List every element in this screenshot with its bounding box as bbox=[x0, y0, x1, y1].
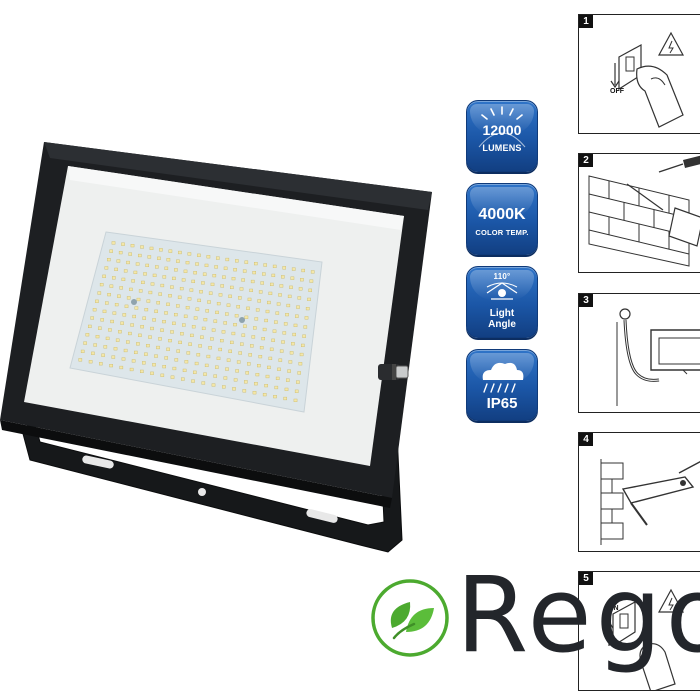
light-angle-line2: Angle bbox=[488, 319, 516, 330]
beam-angle-icon bbox=[486, 282, 518, 300]
lumens-value: 12000 bbox=[482, 122, 522, 138]
installation-step-3: 3 bbox=[578, 293, 700, 413]
wall-mount-illustration bbox=[600, 459, 700, 545]
installation-step-4: 4 bbox=[578, 432, 700, 552]
cable-gland bbox=[378, 364, 409, 380]
wiring-illustration bbox=[616, 308, 700, 406]
screwdriver-icon bbox=[658, 155, 700, 173]
hand-icon bbox=[639, 643, 676, 690]
color-temp-unit: COLOR TEMP. bbox=[475, 228, 529, 237]
color-temp-value: 4000K bbox=[478, 206, 526, 223]
switch-on-illustration bbox=[604, 588, 685, 690]
lumens-unit: LUMENS bbox=[482, 143, 522, 153]
light-angle-badge: 110° Light Angle bbox=[466, 266, 538, 338]
sun-burst-icon bbox=[478, 106, 526, 148]
step-number: 5 bbox=[579, 572, 593, 585]
floodlight-product-image bbox=[0, 142, 432, 553]
ip-rating-badge: IP65 bbox=[466, 349, 538, 421]
led-grid bbox=[78, 241, 315, 402]
switch-off-illustration bbox=[610, 31, 685, 128]
floodlight-housing bbox=[0, 142, 432, 508]
step-number: 4 bbox=[579, 433, 593, 446]
installation-step-5: 5 ON bbox=[578, 571, 700, 691]
ip-rating-value: IP65 bbox=[486, 395, 518, 412]
installation-step-2: 2 bbox=[578, 153, 700, 273]
step-number: 1 bbox=[579, 15, 593, 28]
rain-cloud-icon bbox=[482, 362, 524, 393]
light-angle-line1: Light bbox=[489, 308, 515, 319]
leaf-icon bbox=[390, 602, 434, 640]
lumens-badge: 12000 LUMENS bbox=[466, 100, 538, 172]
brand-logo-mark bbox=[371, 579, 449, 657]
brand-wordmark: Rego bbox=[456, 554, 700, 676]
light-angle-value: 110° bbox=[493, 272, 511, 281]
color-temp-badge: 4000K COLOR TEMP. bbox=[466, 183, 538, 255]
installation-step-1: 1 OFF bbox=[578, 14, 700, 134]
step-number: 2 bbox=[579, 154, 593, 167]
step-number: 3 bbox=[579, 294, 593, 307]
step-5-caption: ON bbox=[608, 605, 619, 612]
step-1-caption: OFF bbox=[610, 88, 624, 95]
wall-drill-illustration bbox=[588, 155, 700, 267]
